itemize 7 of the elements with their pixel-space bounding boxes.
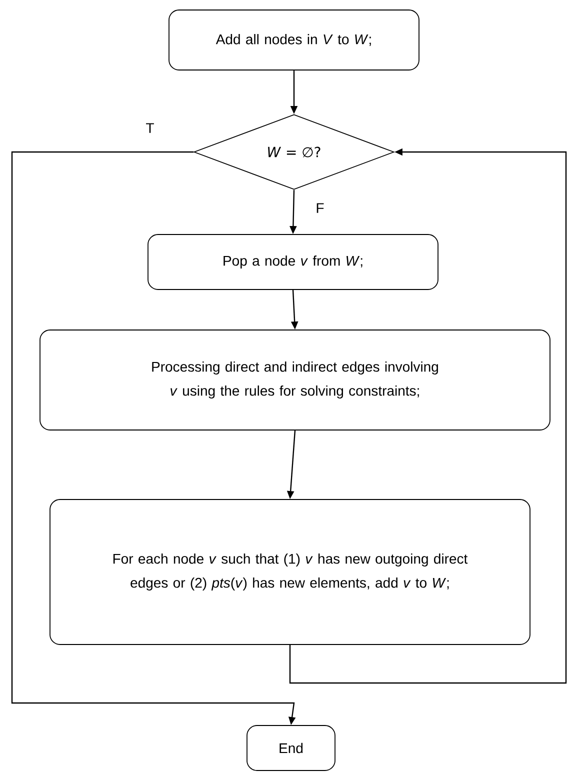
process-box: Add all nodes in V to W; (168, 10, 420, 70)
process-box: Processing direct and indirect edges involving v using the rules for solving constraints; (40, 330, 550, 430)
process-box: For each node v such that (1) v has new outgoing direct edges or (2) pts(v) has new elements, add v to W; (50, 499, 530, 645)
edge-label: T (144, 122, 156, 134)
process-box: Pop a node v from W; (148, 234, 438, 290)
edge-label: F (314, 202, 326, 214)
process-box: End (246, 725, 336, 771)
